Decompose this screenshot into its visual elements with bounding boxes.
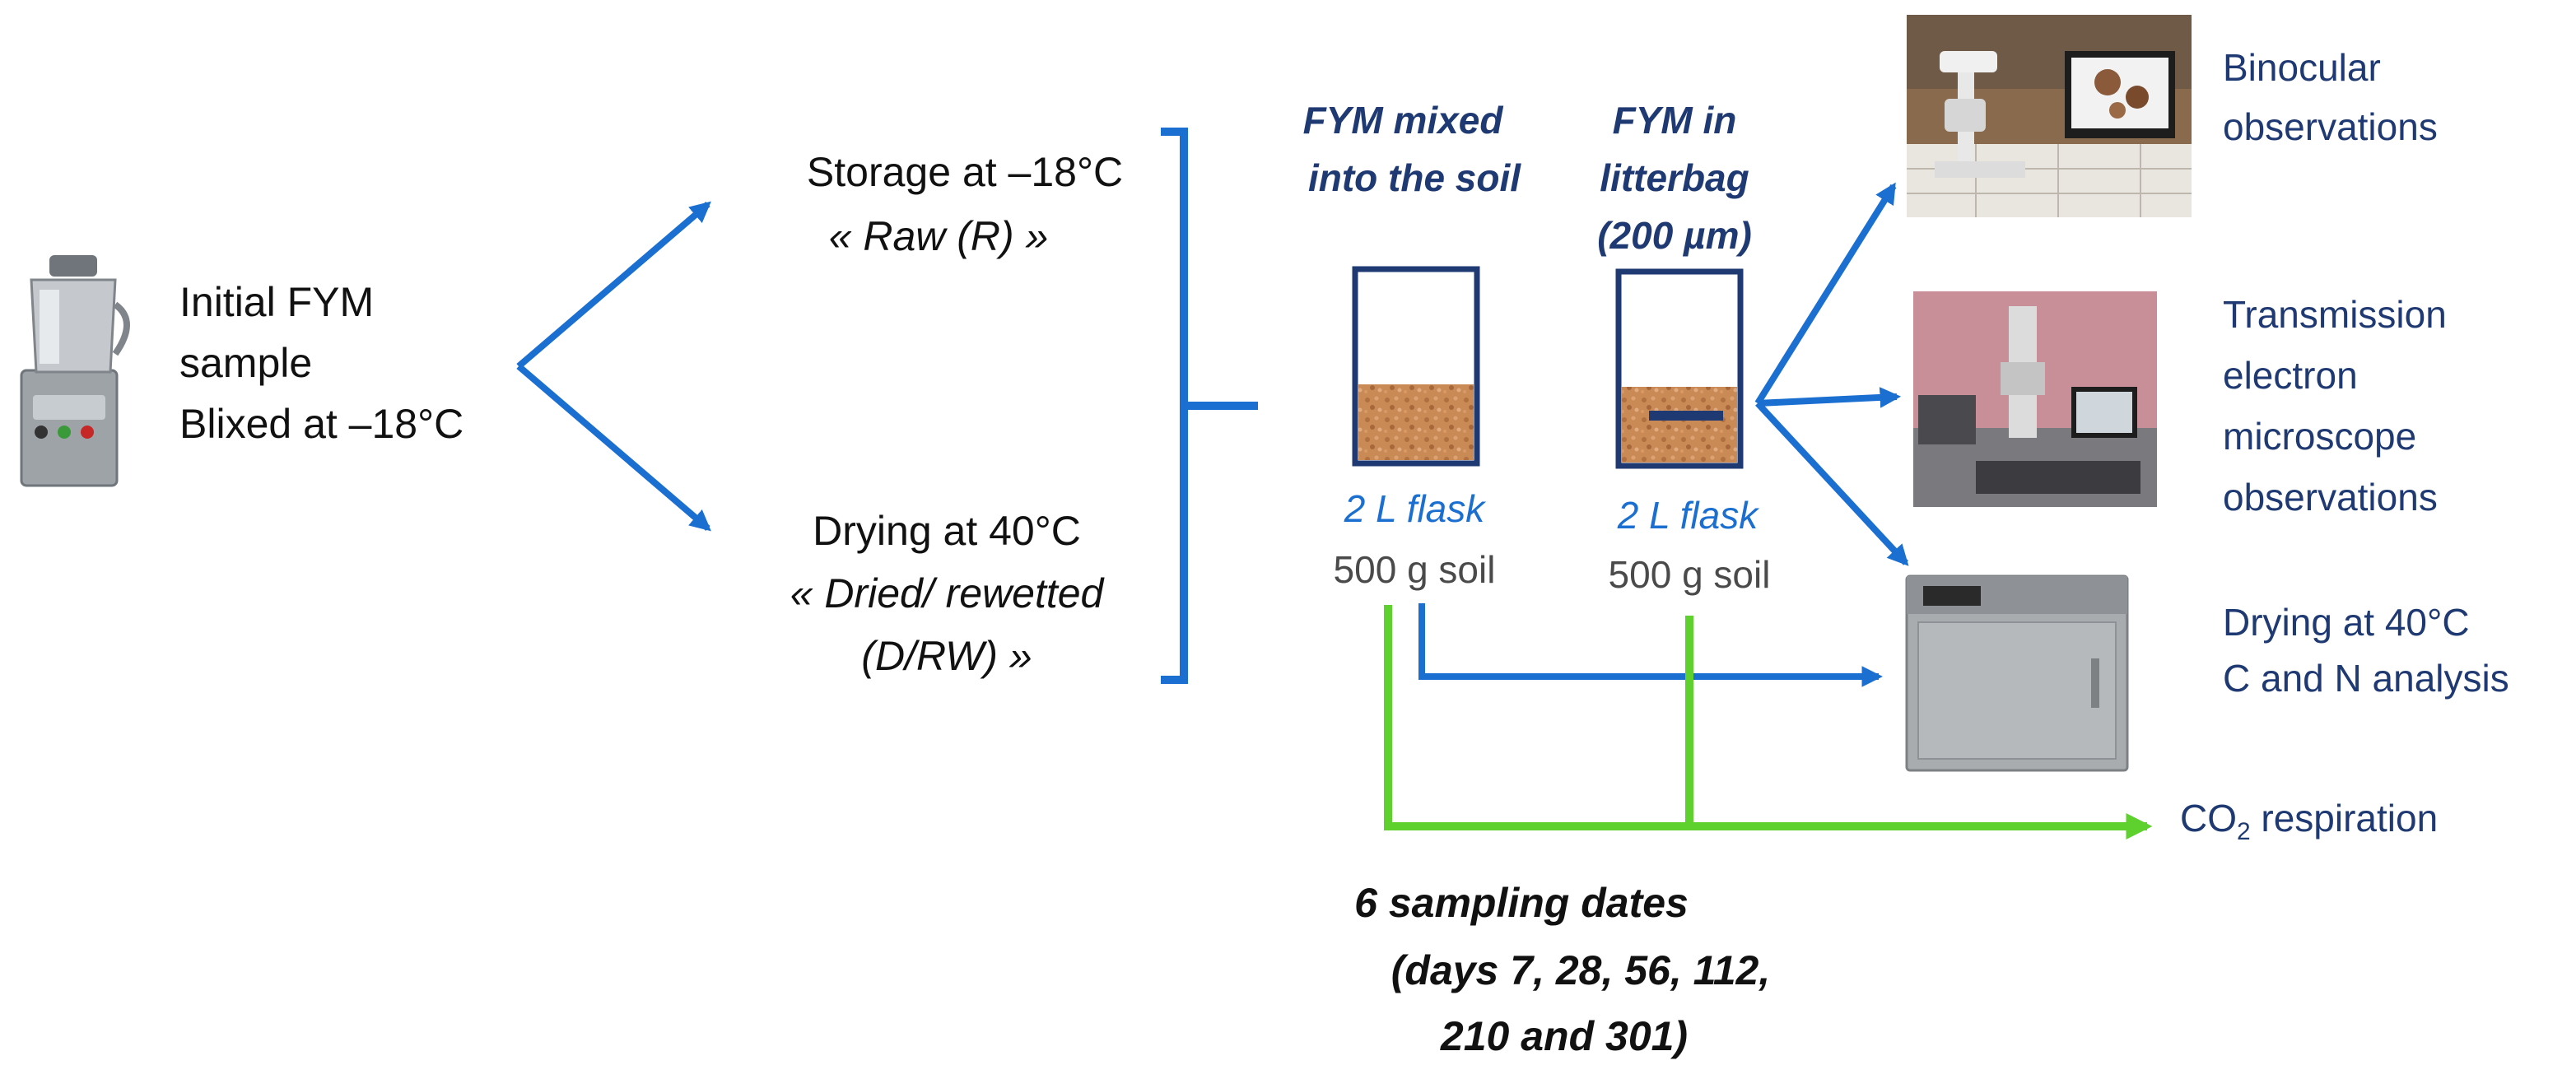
mixed-setup-title-line2: into the soil [1307,156,1521,199]
raw-treatment-label: « Raw (R) » [828,213,1049,259]
litterbag-mesh [1649,411,1723,421]
binocular-label-line1: Binocular [2223,46,2381,89]
tem-photo [1913,291,2157,507]
sample-label-line3: Blixed at –18°C [179,401,464,447]
binocular-photo [1907,15,2192,217]
dried-treatment-label-line2: (D/RW) » [861,633,1032,679]
sampling-dates-line2: (days 7, 28, 56, 112, [1390,947,1771,993]
arrow-to-raw [516,201,711,370]
sampling-dates-title: 6 sampling dates [1354,880,1689,926]
blender-icon [20,255,130,487]
dried-treatment-title: Drying at 40°C [813,508,1081,554]
litterbag-soil-label: 500 g soil [1608,553,1771,596]
flask-litterbag [1615,268,1744,469]
litterbag-setup-title-line3: (200 µm) [1597,214,1752,257]
tem-label-line2: electron [2223,354,2358,397]
litterbag-setup-title-line2: litterbag [1600,156,1749,199]
mixed-flask-label: 2 L flask [1344,487,1485,530]
sampling-dates-line3: 210 and 301) [1440,1013,1689,1059]
oven-label-line2: C and N analysis [2223,657,2509,700]
co2-respiration-label: CO2 respiration [2180,797,2439,846]
mixed-soil-label: 500 g soil [1333,548,1496,591]
tem-label-line1: Transmission [2223,293,2447,336]
binocular-label-line2: observations [2223,105,2438,148]
sample-label-line2: sample [179,340,313,386]
arrow-to-dried [516,363,711,532]
arrow-co2-respiration [1384,605,2153,840]
raw-treatment-title: Storage at –18°C [806,149,1124,195]
oven-label-line1: Drying at 40°C [2223,601,2470,644]
arrow-to-oven [1755,401,1909,566]
treatment-bracket [1161,128,1258,684]
oven-photo [1905,574,2129,772]
sample-label-line1: Initial FYM [179,279,375,325]
litterbag-setup-title-line1: FYM in [1612,99,1737,142]
mixed-setup-title-line1: FYM mixed [1302,99,1503,142]
tem-label-line3: microscope [2223,415,2417,458]
arrow-to-binocular [1754,182,1897,406]
tem-label-line4: observations [2223,476,2438,519]
arrow-mixed-to-oven [1418,603,1884,687]
flask-mixed [1352,266,1480,467]
dried-treatment-label-line1: « Dried/ rewetted [790,570,1104,616]
litterbag-flask-label: 2 L flask [1617,494,1758,537]
arrow-to-tem [1757,387,1902,408]
